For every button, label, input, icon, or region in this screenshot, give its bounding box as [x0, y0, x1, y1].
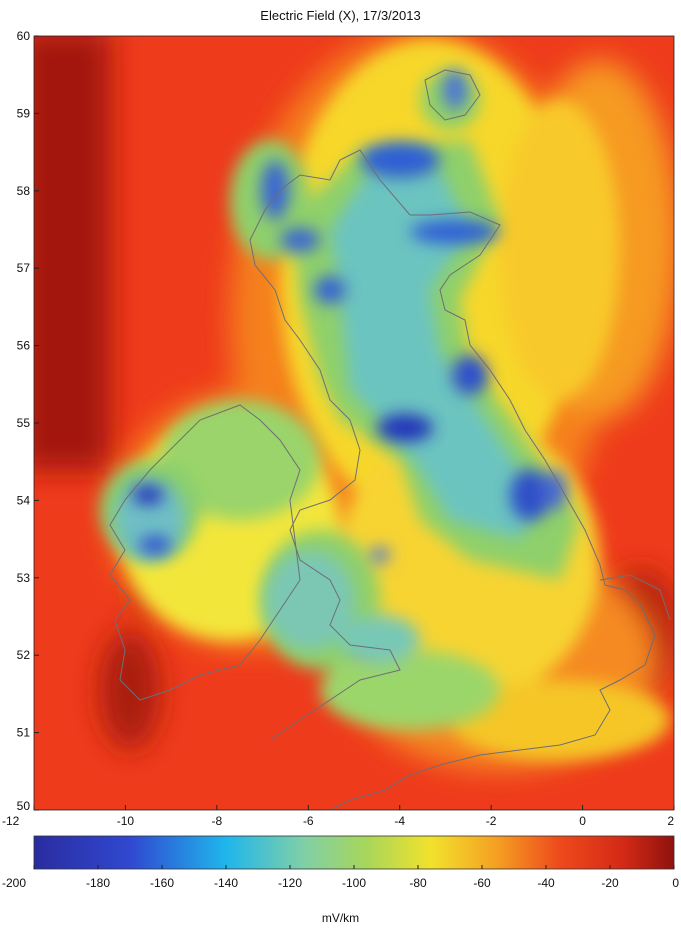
colorbar-tick-label: -80	[409, 876, 427, 890]
colorbar-tick-label: -140	[214, 876, 238, 890]
x-tick-label: -10	[117, 814, 135, 828]
colorbar-tick-label: -160	[150, 876, 174, 890]
y-tick-label: 58	[17, 184, 31, 198]
x-tick-label: -6	[303, 814, 314, 828]
map-title: Electric Field (X), 17/3/2013	[260, 8, 421, 23]
colorbar-tick-label: -120	[278, 876, 302, 890]
x-tick-label: 2	[667, 814, 674, 828]
colorbar-tick-label: -60	[473, 876, 491, 890]
x-tick-label: 0	[579, 814, 586, 828]
y-tick-label: 57	[17, 261, 31, 275]
field-layer	[34, 36, 674, 810]
x-tick-label: -12	[2, 814, 20, 828]
x-tick-label: -8	[212, 814, 223, 828]
colorbar-tick-label: -200	[2, 876, 26, 890]
axes: -12 -10 -8 -6 -4 -2 0 2 50 51 52 53 54 55 56 57 58 59 60	[2, 29, 675, 828]
x-tick-label: -2	[486, 814, 497, 828]
y-tick-label: 55	[17, 416, 31, 430]
y-tick-label: 50	[17, 799, 31, 813]
colorbar-gradient	[33, 835, 675, 870]
y-tick-label: 53	[17, 571, 31, 585]
y-tick-label: 51	[17, 726, 31, 740]
field-cyan-regions	[115, 170, 540, 665]
y-tick-label: 52	[17, 648, 31, 662]
y-tick-label: 59	[17, 106, 31, 120]
y-tick-label: 56	[17, 339, 31, 353]
field-blue-regions	[132, 70, 567, 563]
x-tick-label: -4	[394, 814, 405, 828]
colorbar-tick-label: 0	[672, 876, 679, 890]
colorbar-tick-label: -20	[601, 876, 619, 890]
coastline	[109, 69, 671, 810]
colorbar-tick-label: -180	[86, 876, 110, 890]
y-tick-label: 54	[17, 493, 31, 507]
colorbar-unit-label: mV/km	[321, 911, 360, 925]
colorbar-tick-label: -40	[537, 876, 555, 890]
electric-field-map: -12 -10 -8 -6 -4 -2 0 2 50 51 52 53 54 55 56 57 58 59 60	[2, 29, 675, 828]
y-tick-label: 60	[17, 29, 31, 43]
colorbar-tick-label: -100	[342, 876, 366, 890]
